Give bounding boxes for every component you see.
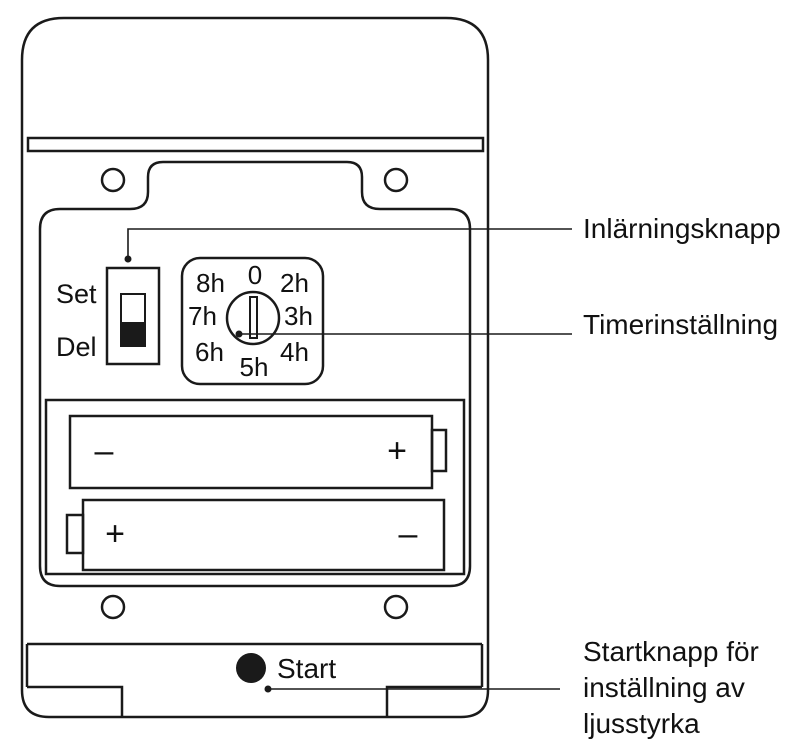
- dial-position-3h: 3h: [284, 301, 313, 331]
- dial-position-8h: 8h: [196, 268, 225, 298]
- top-strip: [26, 136, 485, 153]
- screw-hole-top-right: [383, 167, 409, 193]
- set-del-switch[interactable]: [105, 266, 161, 366]
- leader-dot-start: [264, 685, 272, 693]
- switch-knob: [122, 322, 144, 345]
- battery-top-terminal: [430, 428, 448, 473]
- battery-bottom: [81, 498, 446, 572]
- switch-label-del: Del: [56, 332, 97, 362]
- callout-learn-button: Inlärningsknapp: [583, 213, 781, 244]
- battery-bottom-terminal: [65, 513, 85, 555]
- screw-hole-bottom-left: [100, 594, 126, 620]
- battery-top-plus: +: [387, 432, 407, 470]
- start-label: Start: [277, 653, 336, 684]
- battery-top: [68, 414, 434, 490]
- switch-slot: [120, 293, 146, 347]
- leader-dot-learn: [124, 255, 132, 263]
- timer-dial-pointer: [249, 296, 258, 339]
- battery-top-minus: –: [95, 432, 114, 470]
- battery-lid: [38, 160, 472, 588]
- dial-position-6h: 6h: [195, 337, 224, 367]
- timer-dial-box: [180, 256, 325, 386]
- dial-position-4h: 4h: [280, 337, 309, 367]
- dial-position-0: 0: [248, 260, 262, 290]
- screw-hole-bottom-right: [383, 594, 409, 620]
- dial-position-5h: 5h: [240, 352, 269, 382]
- callout-start-line-2: inställning av: [583, 672, 745, 703]
- battery-bottom-plus: +: [105, 515, 125, 553]
- dial-position-2h: 2h: [280, 268, 309, 298]
- callout-timer-setting: Timerinställning: [583, 309, 778, 340]
- battery-bottom-minus: –: [399, 515, 418, 553]
- start-button[interactable]: [236, 653, 266, 683]
- leader-learn-button: [127, 228, 572, 259]
- callout-start-line-3: ljusstyrka: [583, 708, 700, 739]
- callout-start-line-1: Startknapp för: [583, 636, 759, 667]
- start-panel: [25, 642, 484, 717]
- timer-dial[interactable]: [225, 290, 281, 346]
- screw-hole-top-left: [100, 167, 126, 193]
- switch-label-set: Set: [56, 279, 97, 309]
- device-body: [20, 16, 490, 719]
- battery-compartment: [44, 398, 466, 576]
- leader-dot-timer: [235, 330, 243, 338]
- dial-position-7h: 7h: [188, 301, 217, 331]
